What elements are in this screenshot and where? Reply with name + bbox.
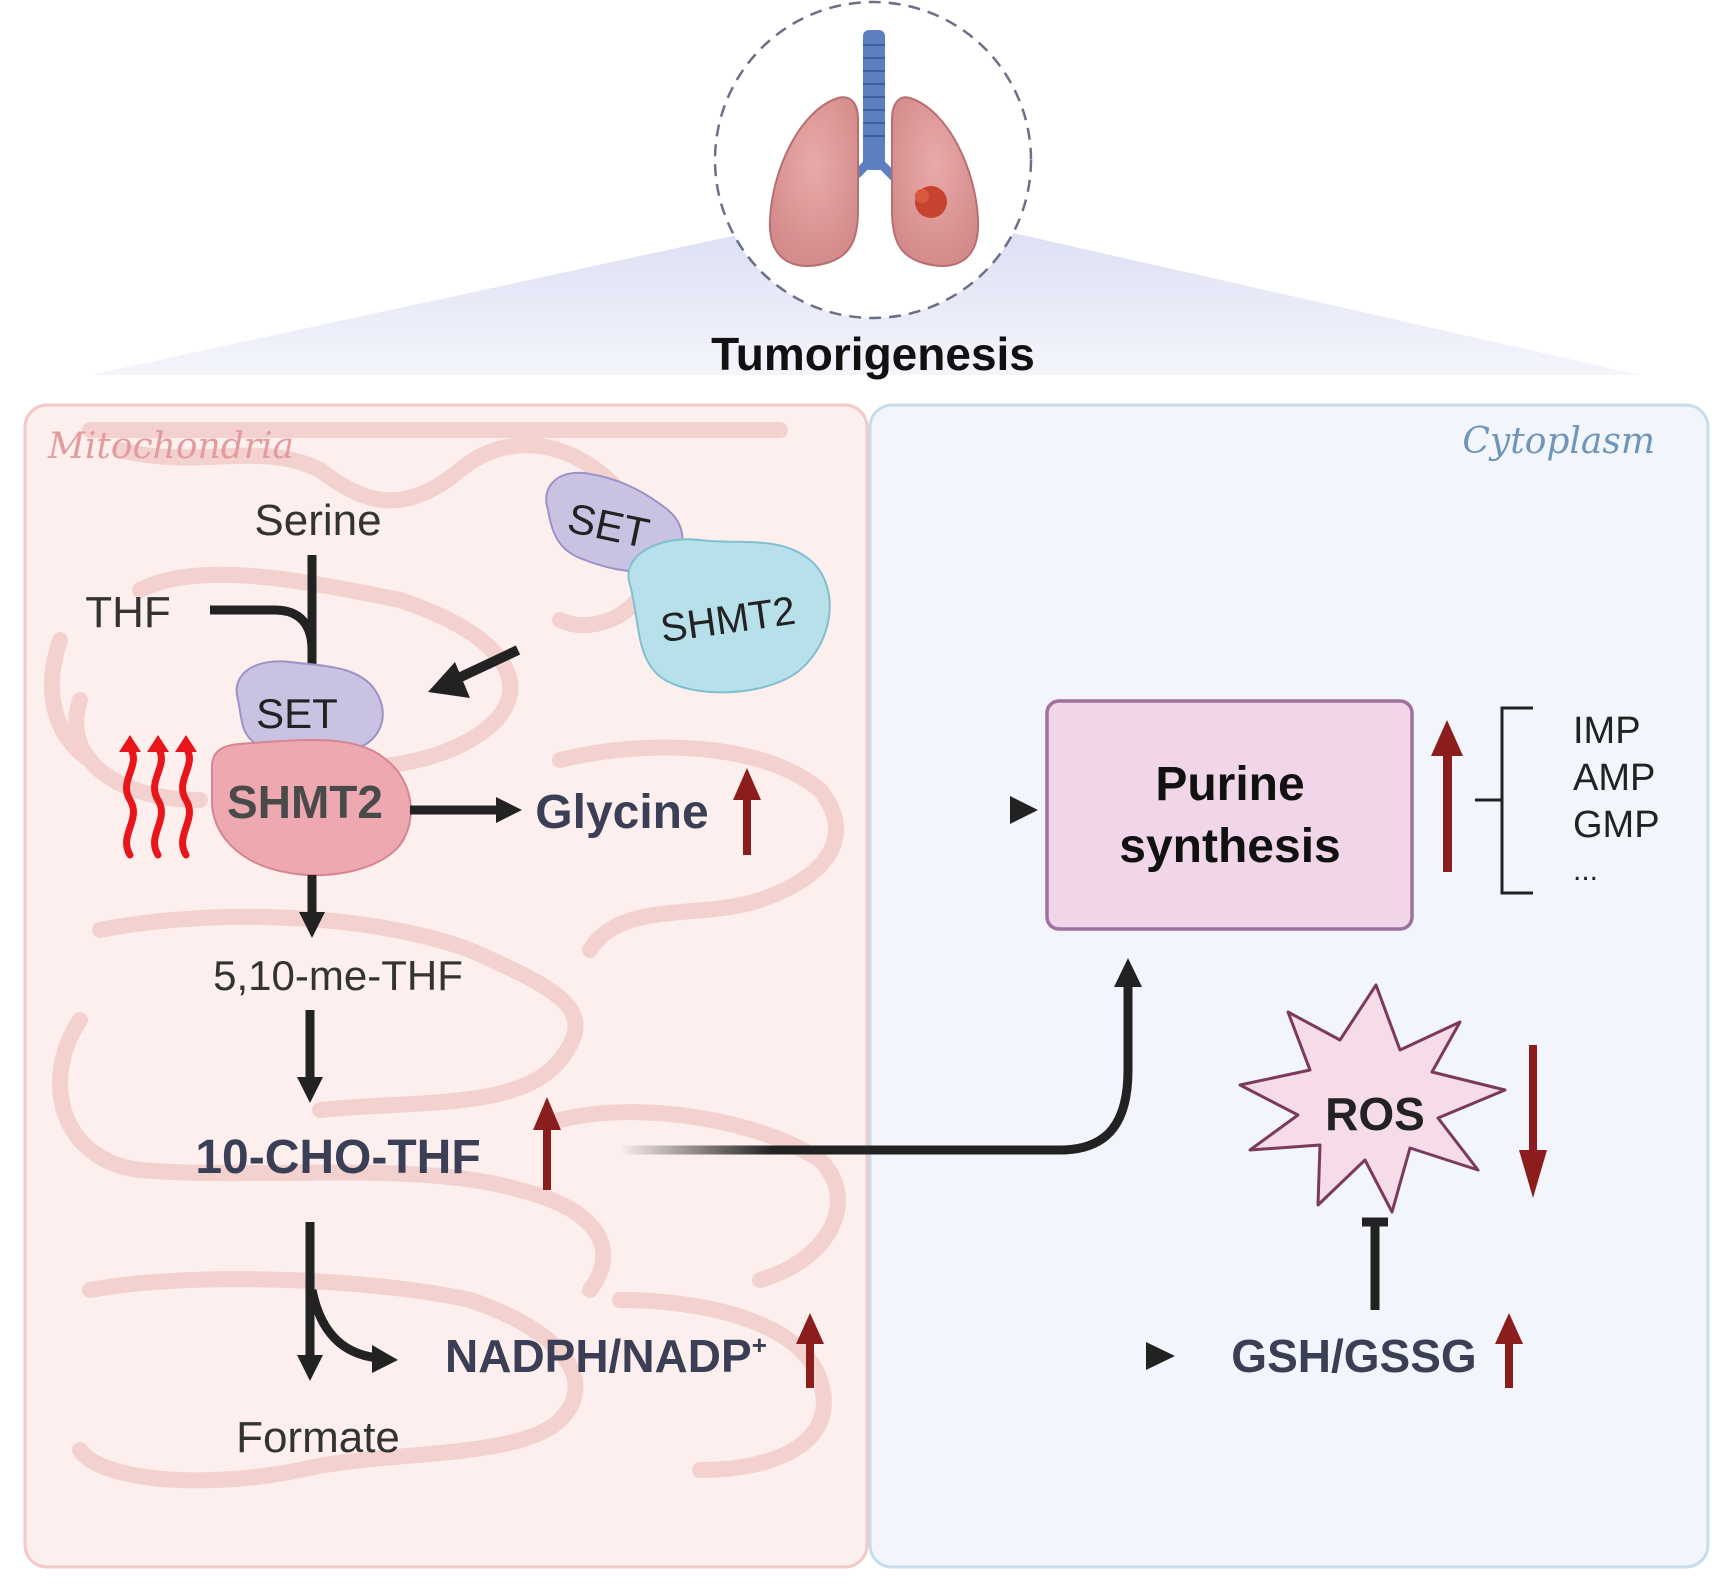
glycine-label: Glycine <box>535 786 708 839</box>
formate-label: Formate <box>236 1413 400 1462</box>
product-gmp: GMP <box>1573 804 1660 846</box>
ros-label: ROS <box>1325 1088 1425 1140</box>
glycine-up-arrow <box>733 768 761 855</box>
nadph-branch-arrowhead <box>372 1345 398 1373</box>
product-amp: AMP <box>1573 757 1655 799</box>
purine-line1: Purine <box>1155 758 1304 811</box>
cristae-decoration <box>44 422 846 1489</box>
shmt2-down-arrowhead <box>299 912 325 938</box>
ros-star-icon <box>1238 983 1507 1214</box>
serine-label: Serine <box>254 496 381 545</box>
shmt2-protein-free: SHMT2 <box>627 538 831 694</box>
purine-synthesis-box <box>1045 699 1414 931</box>
mitochondria-label: Mitochondria <box>47 426 294 467</box>
heat-icon <box>123 744 193 859</box>
gsh-label: GSH/GSSG <box>1231 1330 1476 1382</box>
methylene-thf-label: 5,10-me-THF <box>213 952 463 999</box>
nadph-label: NADPH/NADP+ <box>445 1330 767 1382</box>
ros-down-arrow <box>1519 1045 1547 1198</box>
gsh-up-arrow <box>1495 1313 1523 1388</box>
formyl-to-purine-arrow <box>620 985 1133 1155</box>
thf-label: THF <box>85 588 171 637</box>
formate-arrowhead <box>297 1355 323 1381</box>
nadph-superscript: + <box>752 1330 767 1360</box>
purine-up-arrow <box>1431 720 1463 872</box>
lung-icon <box>713 0 1033 320</box>
formyl-to-purine-arrowhead <box>1114 958 1142 987</box>
glycine-to-purine-arrowhead <box>1010 796 1038 824</box>
cytoplasm-label: Cytoplasm <box>1462 421 1655 462</box>
binding-arrow <box>447 645 521 687</box>
nadph-branch-arrow <box>307 1289 379 1363</box>
purine-line2: synthesis <box>1119 820 1340 873</box>
page-title: Tumorigenesis <box>711 328 1035 380</box>
cytoplasm-panel <box>868 403 1710 1569</box>
purine-products-list: IMP AMP GMP ... <box>1573 710 1660 887</box>
product-imp: IMP <box>1573 710 1641 752</box>
formyl-thf-label: 10-CHO-THF <box>195 1131 480 1184</box>
shmt2-bound-label: SHMT2 <box>227 776 383 828</box>
thf-line <box>210 605 317 651</box>
product-more: ... <box>1573 854 1598 887</box>
methylene-down-arrowhead <box>297 1077 323 1103</box>
glycine-arrowhead <box>496 797 522 823</box>
set-protein-free: SET <box>545 471 684 573</box>
set-protein-bound: SET <box>235 660 384 755</box>
shmt2-protein-bound: SHMT2 <box>210 738 412 877</box>
heat-arrowheads <box>119 735 197 752</box>
nadph-up-arrow <box>796 1313 824 1388</box>
formyl-thf-up-arrow <box>533 1097 561 1190</box>
purine-products-bracket <box>1475 706 1533 895</box>
binding-arrowhead <box>428 662 470 698</box>
set-bound-label: SET <box>256 690 338 737</box>
nadph-to-gsh-arrowhead <box>1146 1342 1175 1370</box>
